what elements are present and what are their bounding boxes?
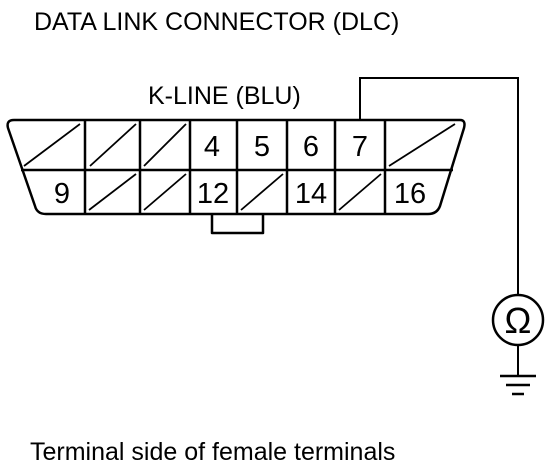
caption: Terminal side of female terminals [30, 438, 395, 466]
slash-bottom-5 [240, 173, 284, 211]
slash-top-1 [23, 123, 81, 167]
terminal-7: 7 [352, 131, 368, 163]
slash-bottom-3 [143, 173, 187, 211]
terminal-labels: 4 5 6 7 9 12 14 16 [54, 131, 426, 210]
slash-bottom-7 [338, 173, 382, 211]
terminal-5: 5 [254, 131, 270, 163]
unused-terminal-slashes [23, 123, 456, 211]
terminal-4: 4 [204, 131, 220, 163]
slash-bottom-2 [88, 173, 137, 211]
wire-label: K-LINE (BLU) [148, 82, 301, 110]
connector-key-tab [210, 214, 265, 235]
ohmmeter-icon: Ω [491, 293, 545, 347]
slash-top-8 [388, 123, 456, 167]
test-lead-wire [359, 77, 519, 295]
ohm-symbol: Ω [505, 300, 532, 341]
slash-top-2 [89, 123, 137, 167]
ground-icon [500, 374, 536, 396]
dlc-connector [6, 118, 466, 235]
terminal-14: 14 [295, 178, 327, 210]
terminal-6: 6 [303, 131, 319, 163]
column-dividers [83, 120, 387, 214]
slash-top-3 [143, 123, 187, 167]
terminal-9: 9 [54, 178, 70, 210]
connector-housing [6, 118, 466, 216]
diagram-title: DATA LINK CONNECTOR (DLC) [34, 8, 399, 36]
terminal-12: 12 [197, 178, 229, 210]
terminal-16: 16 [394, 178, 426, 210]
